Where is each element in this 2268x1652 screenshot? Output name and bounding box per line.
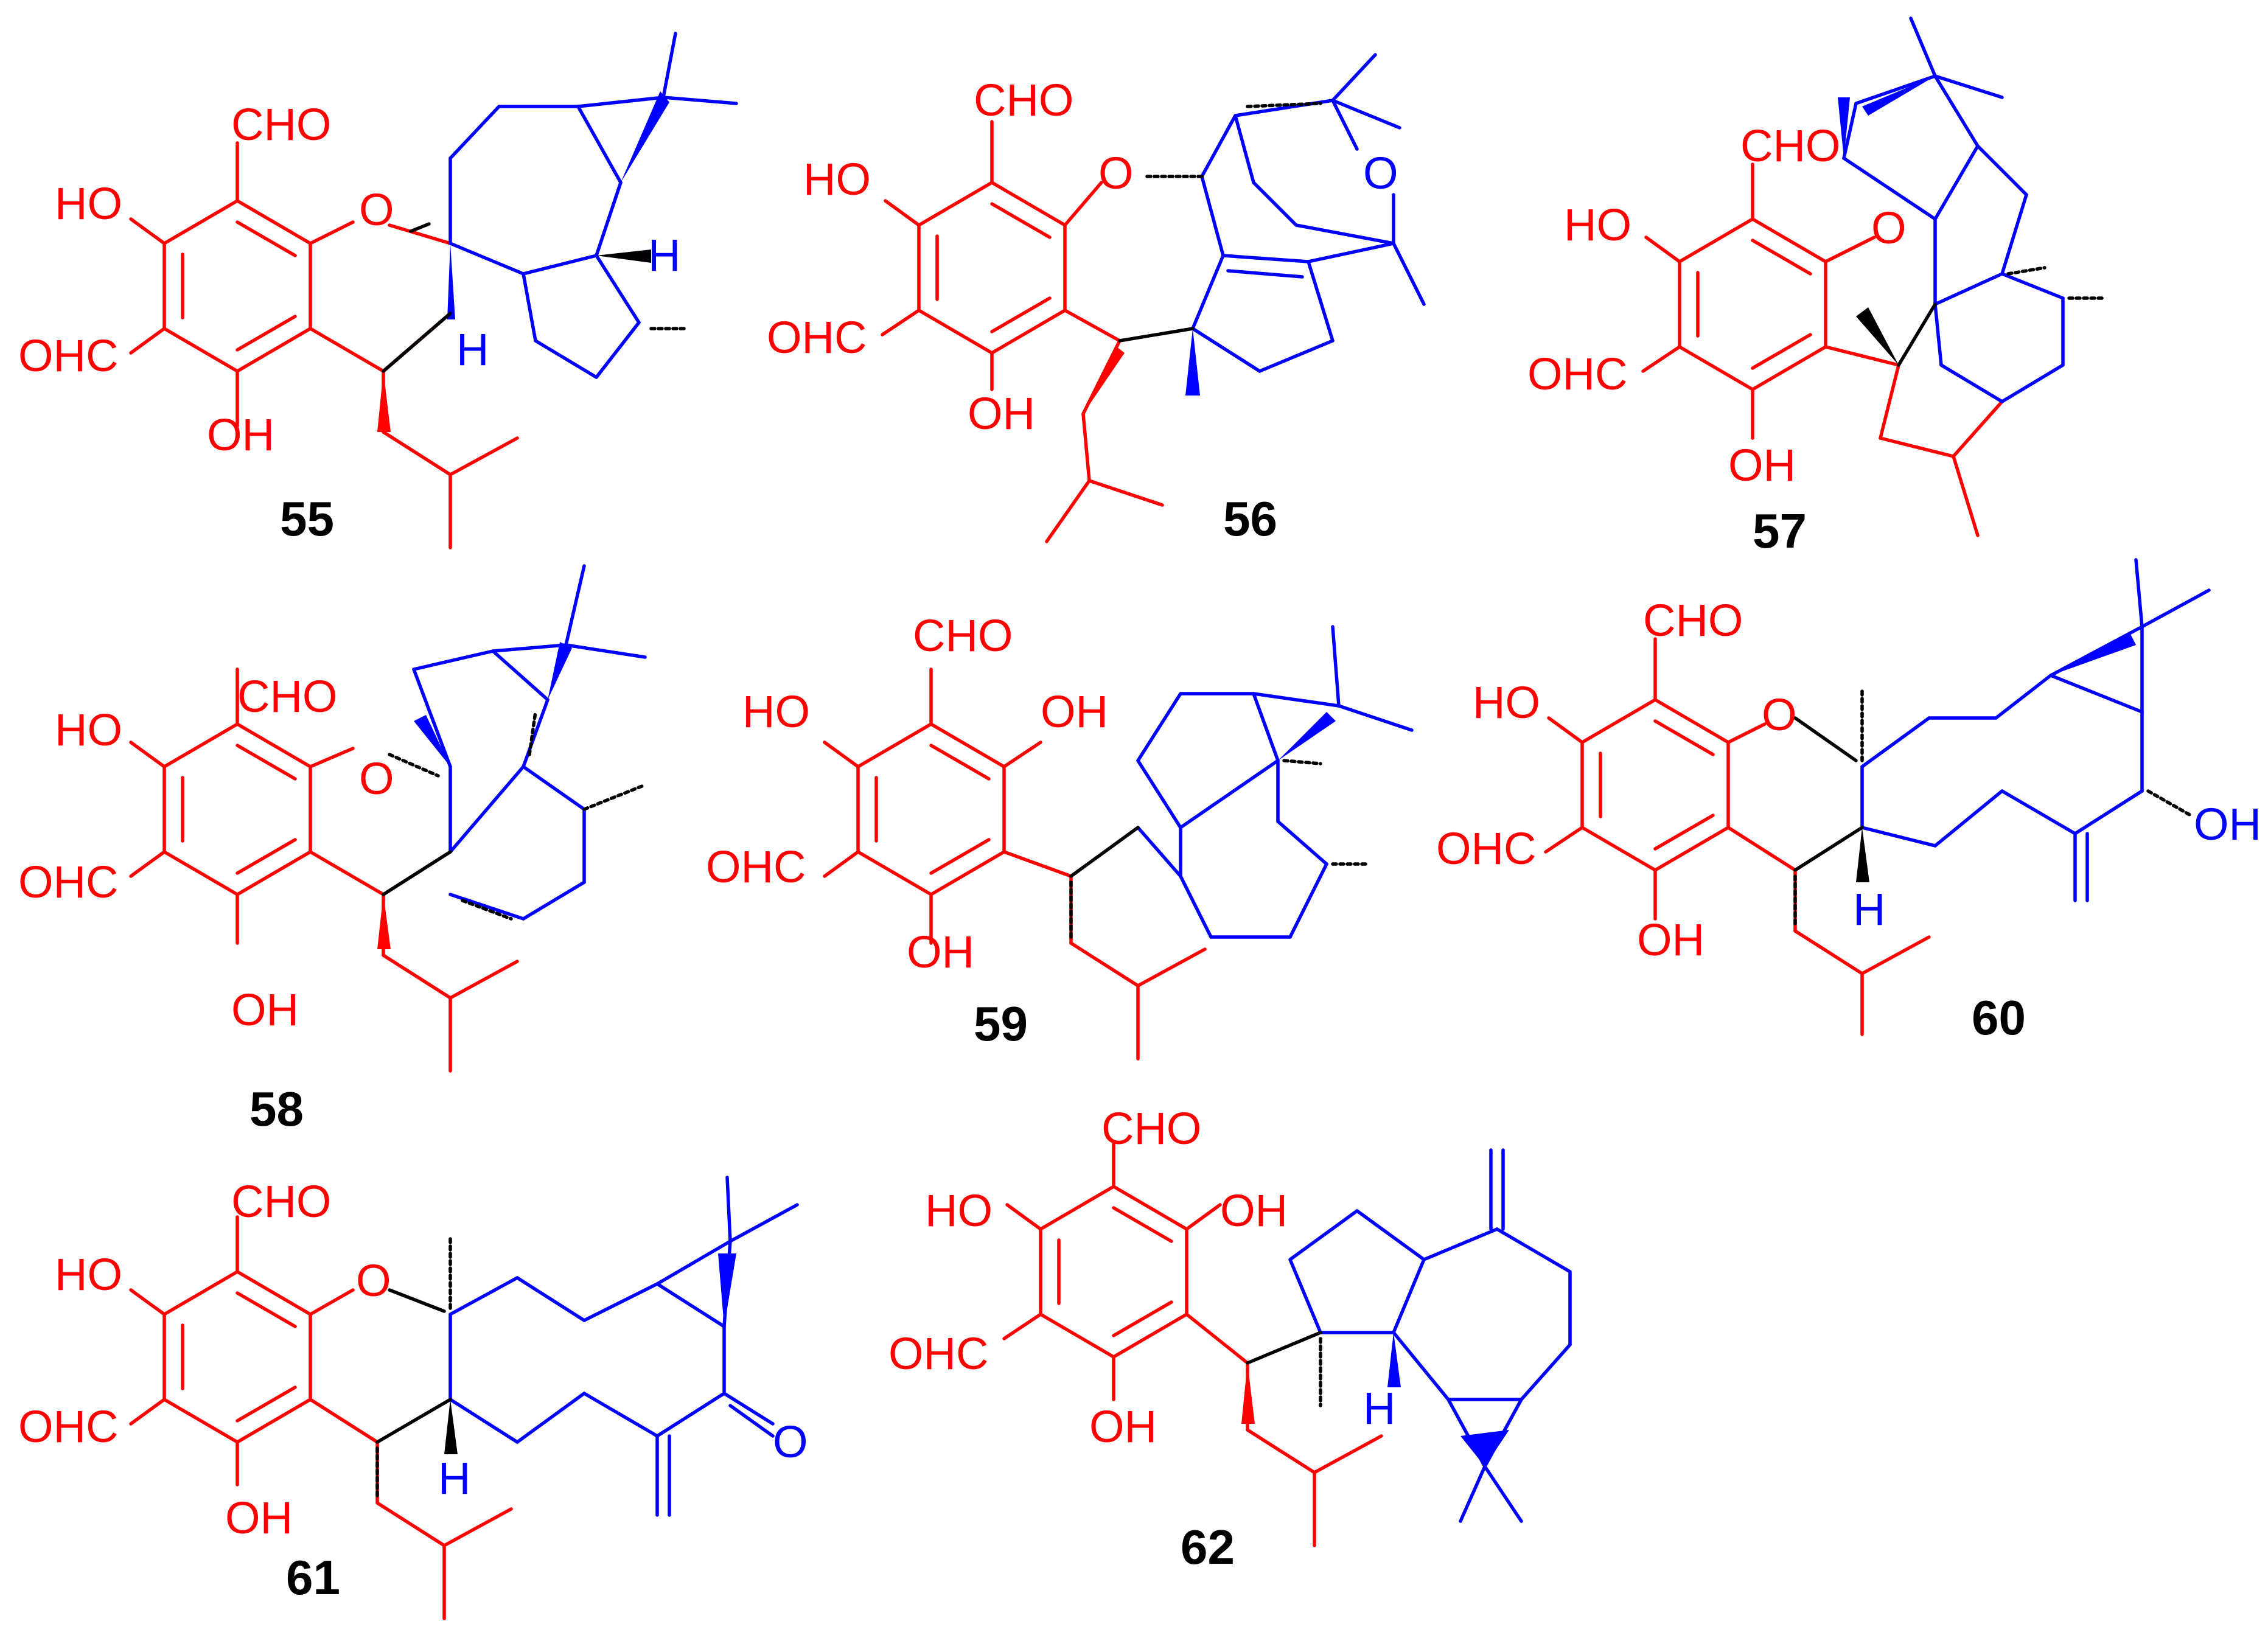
ketone-oxygen-label: O bbox=[773, 1417, 808, 1467]
ohc-label: OHC bbox=[706, 842, 806, 892]
hydroxyl-label: HO bbox=[55, 705, 122, 755]
hydroxyl-label: OH bbox=[2194, 799, 2261, 849]
compound-59: CHO HO OH OHC OH 59 bbox=[706, 610, 1414, 1061]
hydrogen-label: H bbox=[456, 324, 489, 375]
cho-label: CHO bbox=[974, 75, 1073, 125]
ohc-label: OHC bbox=[767, 312, 867, 363]
hydrogen-label: H bbox=[1363, 1383, 1395, 1434]
ring-oxygen-label: O bbox=[359, 753, 394, 804]
hydroxyl-label: OH bbox=[907, 927, 974, 977]
compound-57: CHO HO OHC OH O 57 bbox=[1527, 16, 2107, 558]
compound-61: CHO HO OHC OH O H O 61 bbox=[18, 1176, 808, 1620]
compound-number: 62 bbox=[1181, 1520, 1235, 1574]
hydroxyl-label: OH bbox=[1041, 686, 1108, 737]
cho-label: CHO bbox=[1740, 120, 1840, 171]
ohc-label: OHC bbox=[18, 1401, 118, 1452]
hydroxyl-label: HO bbox=[1564, 200, 1631, 250]
ohc-label: OHC bbox=[18, 330, 118, 381]
hydrogen-label: H bbox=[1853, 884, 1885, 935]
compound-number: 60 bbox=[1972, 991, 2026, 1045]
ohc-label: OHC bbox=[888, 1328, 988, 1379]
compound-62: CHO HO OH OHC OH H 62 bbox=[888, 1103, 1572, 1574]
ring-oxygen-label: O bbox=[1098, 148, 1134, 198]
hydroxyl-label: OH bbox=[968, 388, 1035, 439]
hydroxyl-label: HO bbox=[55, 178, 122, 229]
ohc-label: OHC bbox=[1436, 823, 1536, 874]
hydroxyl-label: OH bbox=[1637, 915, 1704, 965]
compound-number: 55 bbox=[280, 492, 334, 546]
ohc-label: OHC bbox=[18, 857, 118, 907]
hydroxyl-label: OH bbox=[1728, 440, 1796, 490]
compound-number: 56 bbox=[1223, 492, 1277, 546]
hydroxyl-label: HO bbox=[742, 686, 810, 737]
compound-58: CHO HO OHC OH O 58 bbox=[18, 564, 647, 1136]
compound-number: 57 bbox=[1753, 504, 1807, 558]
compound-number: 59 bbox=[974, 997, 1028, 1051]
ring-oxygen-label: O bbox=[359, 184, 394, 235]
compound-56: CHO HO OHC OH O O 56 bbox=[767, 53, 1426, 546]
hydroxyl-label: OH bbox=[1220, 1185, 1288, 1236]
ring-oxygen-label: O bbox=[356, 1255, 391, 1306]
hydroxyl-label: HO bbox=[55, 1249, 122, 1300]
hydroxyl-label: OH bbox=[207, 410, 274, 460]
hydroxyl-label: OH bbox=[225, 1493, 293, 1543]
compound-55: CHO HO OHC OH O H H 55 bbox=[18, 32, 738, 549]
cho-label: CHO bbox=[231, 1176, 331, 1227]
ether-oxygen-label: O bbox=[1363, 148, 1398, 198]
compound-number: 61 bbox=[286, 1550, 340, 1605]
ring-oxygen-label: O bbox=[1762, 689, 1797, 740]
cho-label: CHO bbox=[231, 99, 331, 150]
hydroxyl-label: HO bbox=[925, 1185, 993, 1236]
cho-label: CHO bbox=[913, 610, 1013, 661]
hydroxyl-label: OH bbox=[1089, 1401, 1157, 1452]
cho-label: CHO bbox=[237, 671, 337, 722]
hydrogen-label: H bbox=[648, 230, 680, 281]
compound-60: CHO HO OHC OH O H OH 60 bbox=[1436, 558, 2261, 1045]
hydroxyl-label: HO bbox=[1473, 677, 1540, 728]
ring-oxygen-label: O bbox=[1871, 203, 1907, 253]
hydroxyl-label: OH bbox=[231, 985, 299, 1035]
cho-label: CHO bbox=[1101, 1103, 1201, 1154]
compound-number: 58 bbox=[249, 1082, 304, 1136]
ohc-label: OHC bbox=[1527, 349, 1627, 399]
hydroxyl-label: HO bbox=[803, 154, 871, 204]
hydrogen-label: H bbox=[438, 1453, 470, 1504]
cho-label: CHO bbox=[1643, 595, 1743, 646]
